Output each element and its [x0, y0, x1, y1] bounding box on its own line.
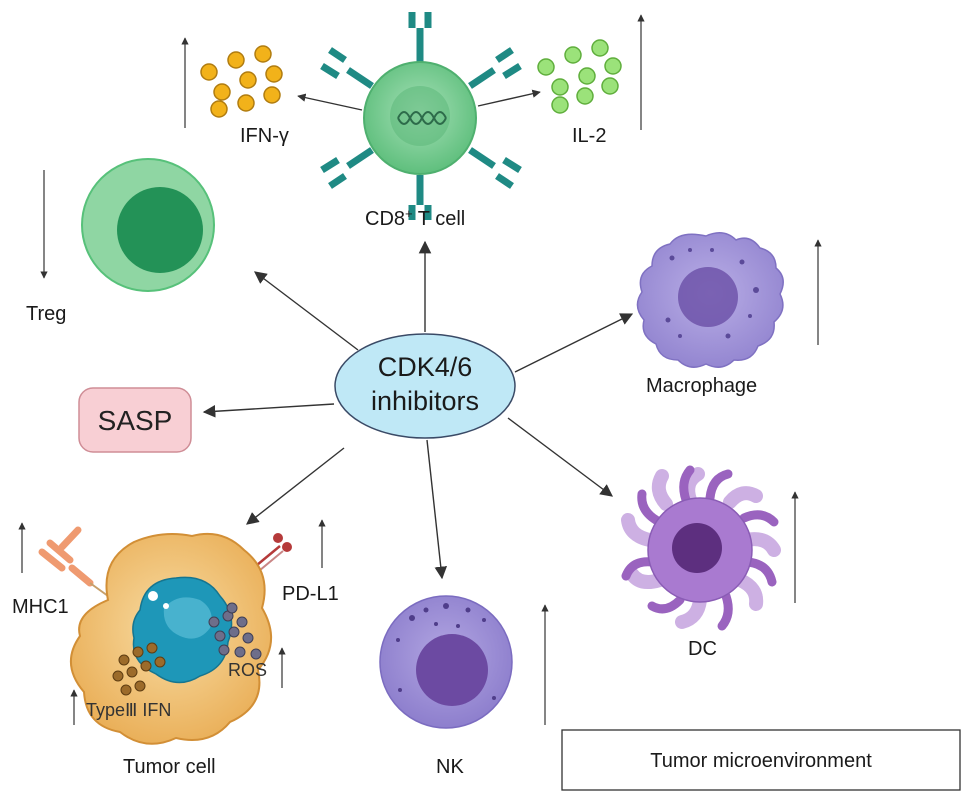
arrow-to-sasp [202, 403, 335, 418]
center-arrows [202, 240, 634, 580]
type3-ifn-dots [112, 642, 166, 696]
tumor-cell [38, 526, 292, 745]
mhc1-label: MHC1 [12, 596, 69, 618]
t-cell-receptors [320, 12, 522, 220]
sasp-box: SASP [78, 387, 192, 453]
arrow-to-treg [253, 271, 359, 351]
sasp-label: SASP [98, 405, 173, 436]
cd8-t-cell-label: CD8+ T cell [365, 206, 465, 231]
arrow-to-dc [507, 417, 614, 497]
treg-cell [81, 158, 215, 292]
ifn-gamma-label: IFN-γ [240, 125, 289, 147]
il2-cluster [537, 39, 622, 114]
cd8-t-cell: CD8+ T cell [320, 12, 522, 231]
nk-cell [379, 595, 513, 729]
nk-label: NK [436, 756, 464, 778]
cdk46-inhibitors-node: CDK4/6 inhibitors [334, 333, 516, 439]
treg-label: Treg [26, 303, 66, 325]
ros-label: ROS [228, 660, 267, 680]
arrow-to-nk [426, 439, 448, 580]
tumor-microenvironment-legend: Tumor microenvironment [561, 729, 961, 791]
type3-ifn-label: TypeⅢ IFN [86, 700, 171, 720]
tumor-cell-label: Tumor cell [123, 756, 216, 778]
center-label-line1: CDK4/6 [378, 352, 473, 382]
ifn-gamma-cluster [200, 45, 283, 118]
macrophage-label: Macrophage [646, 375, 757, 397]
dc-label: DC [688, 638, 717, 660]
arrow-to-tumor [246, 447, 345, 525]
dendritic-cell [621, 465, 781, 631]
tcell-to-ifn-arrow [297, 93, 363, 111]
pdl1-label: PD-L1 [282, 583, 339, 605]
mhc1-receptor-icon [38, 526, 94, 587]
macrophage-cell [636, 232, 784, 368]
ros-dots [208, 602, 262, 660]
legend-label: Tumor microenvironment [650, 750, 872, 772]
il2-label: IL-2 [572, 125, 606, 147]
center-label-line2: inhibitors [371, 386, 479, 416]
tcell-to-il2-arrow [477, 89, 541, 107]
arrow-to-macrophage [514, 313, 634, 373]
